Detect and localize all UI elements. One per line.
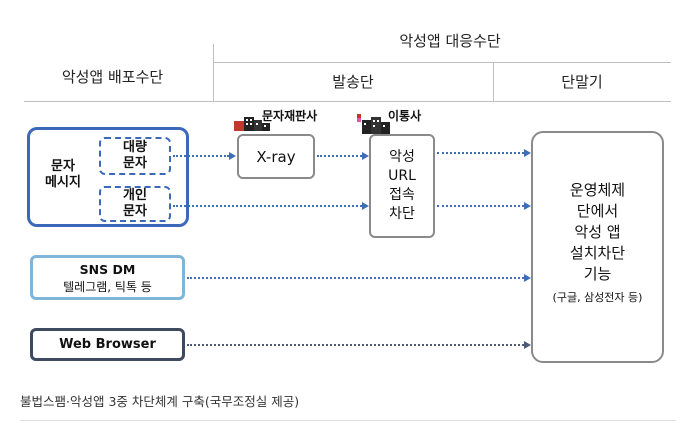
distribution-title: 악성앱 배포수단 xyxy=(61,68,164,86)
os-block-note: (구글, 삼성전자 등) xyxy=(552,291,643,304)
sns-box xyxy=(30,255,185,300)
sns-title: SNS DM xyxy=(79,262,136,277)
arrowhead-personal-to-carrier xyxy=(362,202,369,210)
arrow-web-to-terminal xyxy=(187,344,524,346)
personal-sms-box: 개인 문자 xyxy=(99,186,171,222)
building-icon xyxy=(234,117,270,131)
sns-subtitle: 텔레그램, 틱톡 등 xyxy=(63,280,152,294)
sending-title: 발송단 xyxy=(332,73,374,91)
web-browser-box: Web Browser xyxy=(30,328,185,361)
os-block-box xyxy=(531,131,664,363)
os-block-text: 운영체제 단에서 악성 앱 설치차단 기능 xyxy=(569,181,626,283)
caption: 불법스팸·악성앱 3중 차단체계 구축(국무조정실 제공) xyxy=(20,394,300,409)
carrier-label: 이통사 xyxy=(388,109,422,123)
header-divider-vertical-left xyxy=(213,44,214,102)
terminal-title: 단말기 xyxy=(561,73,603,91)
response-title: 악성앱 대응수단 xyxy=(399,32,501,50)
arrowhead-web-to-terminal xyxy=(524,341,531,349)
arrowhead-carrier-to-terminal-1 xyxy=(524,149,531,157)
url-block-box: 악성 URL 접속 차단 xyxy=(369,134,435,238)
header-divider-top xyxy=(213,62,671,63)
reseller-label: 문자재판사 xyxy=(262,109,318,123)
arrowhead-xray-to-carrier xyxy=(362,152,369,160)
bulk-sms-box: 대량 문자 xyxy=(99,137,171,175)
xray-box: X-ray xyxy=(237,134,315,179)
arrow-carrier-to-terminal-1 xyxy=(437,152,524,154)
sms-group-label: 문자 메시지 xyxy=(45,159,81,190)
arrow-sns-to-terminal xyxy=(187,277,524,279)
arrowhead-bulk-to-xray xyxy=(229,152,236,160)
header-divider-bottom xyxy=(24,101,671,102)
caption-divider xyxy=(20,420,676,421)
arrowhead-carrier-to-terminal-2 xyxy=(524,202,531,210)
arrow-personal-to-carrier xyxy=(173,205,362,207)
carrier-building-icon xyxy=(357,114,390,134)
arrow-bulk-to-xray xyxy=(173,155,229,157)
arrow-carrier-to-terminal-2 xyxy=(437,205,524,207)
header-divider-vertical-mid xyxy=(493,62,494,102)
arrowhead-sns-to-terminal xyxy=(524,274,531,282)
arrow-xray-to-carrier xyxy=(317,155,362,157)
